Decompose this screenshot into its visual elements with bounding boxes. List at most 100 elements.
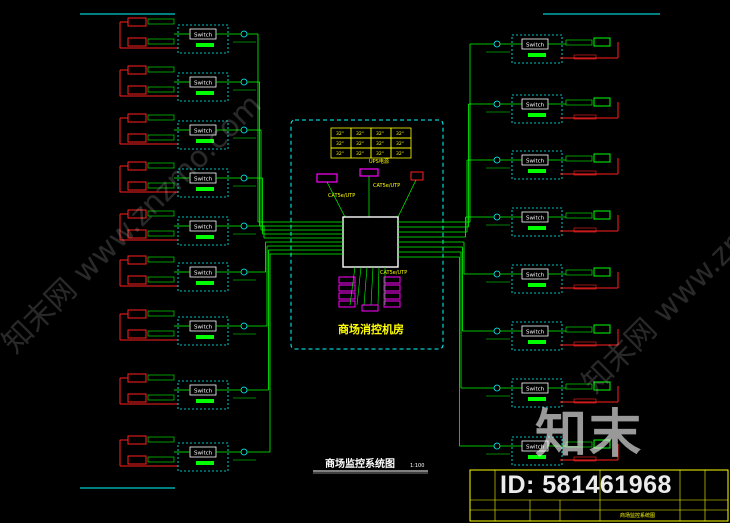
camera-icon (127, 255, 147, 265)
monitor-size: 32" (376, 131, 384, 137)
switch-power-bar (196, 281, 214, 285)
camera-tag (565, 326, 593, 333)
switch-power-bar (196, 461, 214, 465)
cable-label: UPS电源 (369, 158, 389, 165)
camera-group-right-4: Switch (465, 207, 619, 237)
switch-enclosure (177, 72, 229, 102)
port-node (240, 268, 248, 276)
title-block-cell: 商场监控系统图 (620, 512, 655, 519)
storage-unit (338, 300, 356, 308)
switch-power-bar (528, 397, 546, 401)
switch-enclosure (177, 262, 229, 292)
camera-icon (127, 65, 147, 75)
core-switch (342, 216, 399, 268)
camera-icon (593, 97, 611, 107)
camera-tag (147, 256, 175, 263)
monitor-size: 32" (336, 131, 344, 137)
camera-tag (147, 114, 175, 121)
camera-tag (147, 310, 175, 317)
camera-group-left-7: Switch (119, 309, 267, 346)
camera-tag (565, 155, 593, 162)
camera-tag (147, 162, 175, 169)
camera-tag (147, 210, 175, 217)
switch-power-bar (196, 235, 214, 239)
camera-icon (127, 373, 147, 383)
monitor-size: 32" (376, 151, 384, 157)
switch-label: Switch (194, 129, 213, 135)
port-node (240, 448, 248, 456)
switch-label: Switch (526, 103, 545, 109)
port-node (493, 40, 501, 48)
camera-group-left-1: Switch (119, 17, 258, 54)
camera-group-right-6: Switch (462, 321, 619, 351)
left-camera-groups: SwitchSwitchSwitchSwitchSwitchSwitchSwit… (119, 17, 270, 472)
control-room-label: 商场消控机房 (338, 322, 404, 336)
camera-icon (593, 439, 611, 449)
cable-label: CAT5e/UTP (328, 193, 355, 199)
switch-power-bar (196, 399, 214, 403)
storage-unit (338, 276, 356, 284)
port-node (493, 384, 501, 392)
storage-unit (383, 276, 401, 284)
switch-label: Switch (526, 330, 545, 336)
camera-tag (565, 39, 593, 46)
camera-group-left-3: Switch (119, 113, 261, 150)
switch-enclosure (177, 168, 229, 198)
monitor-size: 32" (336, 151, 344, 157)
switch-label: Switch (526, 159, 545, 165)
switch-label: Switch (194, 33, 213, 39)
cable-tag (573, 54, 597, 60)
camera-tag (565, 441, 593, 448)
camera-icon (127, 85, 147, 95)
storage-cable (349, 266, 356, 306)
right-camera-groups: SwitchSwitchSwitchSwitchSwitchSwitchSwit… (459, 34, 619, 466)
storage-unit (383, 292, 401, 300)
switch-label: Switch (194, 177, 213, 183)
switch-enclosure (177, 24, 229, 54)
switch-label: Switch (526, 387, 545, 393)
camera-tag (147, 66, 175, 73)
switch-label: Switch (194, 325, 213, 331)
cable-label: CAT5e/UTP (380, 270, 407, 276)
camera-icon (127, 275, 147, 285)
camera-group-left-2: Switch (119, 65, 260, 102)
storage-cable (377, 266, 380, 306)
port-node (493, 156, 501, 164)
camera-icon (127, 209, 147, 219)
title-block: 商场监控系统图 (469, 469, 729, 522)
switch-power-bar (528, 53, 546, 57)
monitor-size: 32" (396, 151, 404, 157)
port-node (493, 213, 501, 221)
camera-icon (127, 329, 147, 339)
monitor-size: 32" (356, 151, 364, 157)
diagram-scale: 1:100 (410, 463, 424, 469)
camera-tag (147, 230, 175, 237)
switch-enclosure (511, 34, 563, 64)
camera-tag (147, 374, 175, 381)
cable-tag (573, 170, 597, 176)
camera-group-right-8: Switch (459, 436, 619, 466)
switch-label: Switch (526, 273, 545, 279)
backbone-cables (257, 34, 471, 452)
switch-power-bar (528, 455, 546, 459)
storage-cable (370, 266, 374, 306)
camera-icon (127, 17, 147, 27)
switch-enclosure (511, 207, 563, 237)
switch-enclosure (511, 264, 563, 294)
switch-label: Switch (194, 81, 213, 87)
switch-enclosure (177, 216, 229, 246)
cable-tag (573, 398, 597, 404)
switch-enclosure (177, 442, 229, 472)
port-node (493, 270, 501, 278)
camera-icon (127, 455, 147, 465)
camera-tag (147, 38, 175, 45)
cable (397, 179, 417, 218)
camera-tag (147, 436, 175, 443)
camera-icon (593, 381, 611, 391)
monitor-screen (390, 147, 412, 159)
camera-icon (127, 161, 147, 171)
switch-enclosure (177, 120, 229, 150)
switch-power-bar (196, 139, 214, 143)
camera-icon (127, 435, 147, 445)
port-node (240, 222, 248, 230)
